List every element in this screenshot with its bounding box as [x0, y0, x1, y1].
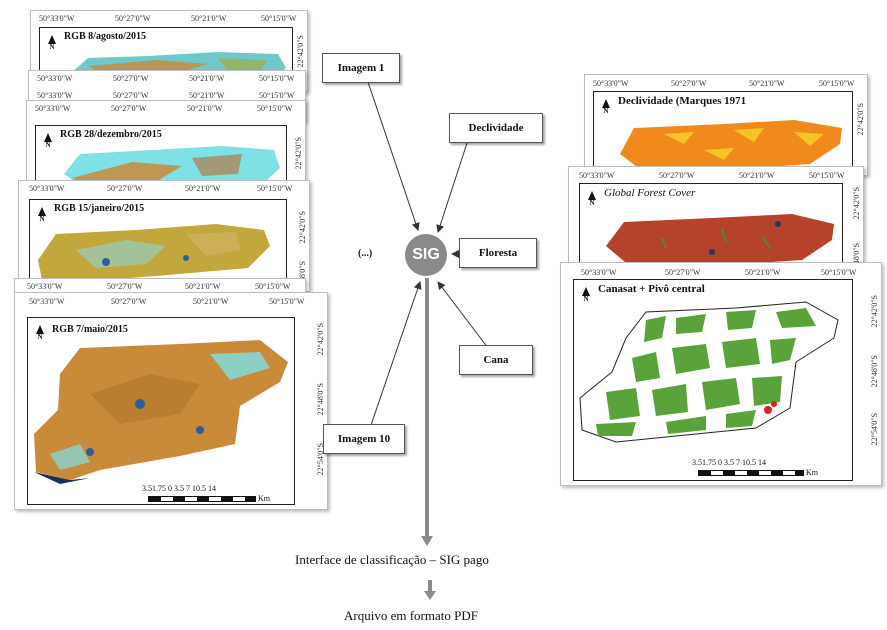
- north-arrow-icon: N: [580, 286, 592, 303]
- arrow-cana: [437, 281, 489, 349]
- map-canasat: [579, 301, 839, 443]
- arrow-declividade: [436, 139, 469, 233]
- input-box-cana: Cana: [459, 345, 533, 375]
- output-interface-label: Interface de classificação – SIG pago: [295, 552, 489, 567]
- map-title: RGB 15/janeiro/2015: [54, 203, 145, 214]
- north-arrow-icon: N: [586, 190, 598, 207]
- arrow-sig-to-interface-head: [421, 536, 433, 546]
- scale-numbers: 3.51.75 0 3.5 7 10.5 14: [692, 458, 766, 467]
- map-frame: N RGB 7/maio/2015 3.51.75 0 3.5 7 10.5 1…: [27, 317, 295, 505]
- map-card-canasat: 50°33'0"W 50°27'0"W 50°21'0"W 50°15'0"W …: [560, 262, 882, 486]
- map-frame: N Declividade (Marques 1971: [593, 91, 853, 175]
- north-arrow-icon: N: [34, 324, 46, 341]
- arrow-interface-to-pdf-head: [424, 591, 436, 600]
- map-title: Canasat + Pivô central: [598, 283, 705, 295]
- map-title: RGB 8/agosto/2015: [64, 31, 146, 42]
- map-card-rgb-maio: 50°33'0"W 50°27'0"W 50°21'0"W 50°15'0"W …: [14, 292, 328, 510]
- scale-bar: [148, 496, 256, 502]
- map-global-forest: [606, 214, 834, 268]
- input-box-floresta: Floresta: [459, 238, 537, 268]
- map-frame: N Global Forest Cover: [579, 183, 843, 271]
- scale-unit: Km: [806, 468, 818, 477]
- north-arrow-icon: N: [36, 206, 48, 223]
- sig-node: SIG: [405, 234, 447, 276]
- north-arrow-icon: N: [42, 132, 54, 149]
- input-box-declividade: Declividade: [449, 113, 543, 143]
- scale-bar: [698, 470, 804, 476]
- map-title: RGB 7/maio/2015: [52, 324, 128, 335]
- north-arrow-icon: N: [46, 34, 58, 51]
- input-box-imagem1: Imagem 1: [322, 53, 400, 83]
- input-box-imagem10: Imagem 10: [323, 424, 405, 454]
- ellipsis-label: (...): [358, 248, 373, 259]
- map-title: Global Forest Cover: [604, 187, 696, 199]
- output-pdf-label: Arquivo em formato PDF: [344, 608, 478, 623]
- map-rgb-maio: [34, 340, 288, 484]
- map-card-declividade: 50°33'0"W 50°27'0"W 50°21'0"W 50°15'0"W …: [584, 74, 868, 176]
- north-arrow-icon: N: [600, 98, 612, 115]
- longitude-labels: 50°33'0"W 50°27'0"W 50°21'0"W 50°15'0"W: [39, 14, 297, 23]
- map-title: RGB 28/dezembro/2015: [60, 129, 162, 140]
- map-frame: N RGB 15/janeiro/2015: [29, 199, 287, 289]
- arrow-imagem10: [369, 281, 422, 429]
- map-card-rgb-janeiro: 50°33'0"W 50°27'0"W 50°21'0"W 50°15'0"W …: [18, 180, 310, 293]
- arrow-imagem1: [367, 81, 420, 231]
- map-declividade: [620, 120, 842, 172]
- map-card-global-forest: 50°33'0"W 50°27'0"W 50°21'0"W 50°15'0"W …: [568, 166, 864, 275]
- map-frame: N Canasat + Pivô central: [573, 279, 853, 481]
- scale-unit: Km: [258, 494, 270, 503]
- map-rgb-janeiro: [38, 224, 270, 282]
- scale-numbers: 3.51.75 0 3.5 7 10.5 14: [142, 484, 216, 493]
- map-title: Declividade (Marques 1971: [618, 95, 747, 107]
